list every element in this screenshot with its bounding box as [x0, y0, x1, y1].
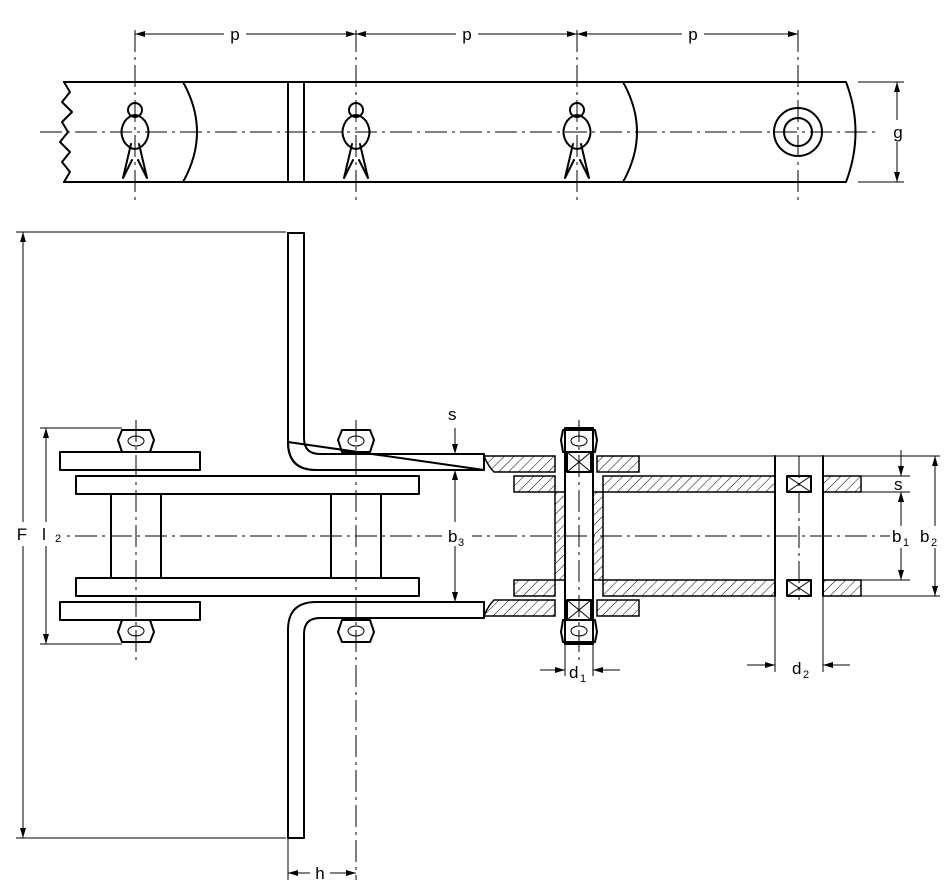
inner-plate-bottom: [75, 577, 420, 597]
d1-label: d: [569, 663, 578, 682]
d1-subscript: 1: [580, 673, 586, 685]
top-view: p p p g: [40, 22, 906, 200]
pitch-label: p: [462, 25, 471, 44]
b3-subscript: 3: [458, 537, 464, 549]
d2-subscript: 2: [803, 669, 809, 681]
inner-plate-top: [75, 475, 420, 495]
pitch-label: p: [688, 25, 697, 44]
bottom-view: F l 2 b 3 s s b 1 b 2: [14, 231, 948, 884]
flight-length-label: F: [17, 525, 27, 544]
plate-thickness-label: s: [448, 405, 457, 424]
h-label: h: [315, 864, 324, 883]
pitch-label: p: [230, 25, 239, 44]
b1-label: b: [892, 527, 901, 546]
l-label: l: [42, 525, 46, 544]
plate-thickness-label-right: s: [894, 475, 903, 494]
pin-head-group: [117, 429, 598, 643]
sectioned-plates: [482, 455, 862, 617]
d2-label: d: [792, 659, 801, 678]
l-subscript: 2: [55, 533, 61, 545]
b2-subscript: 2: [931, 537, 937, 549]
b2-label: b: [920, 527, 929, 546]
b3-label: b: [448, 527, 457, 546]
b1-subscript: 1: [903, 537, 909, 549]
plate-height-label: g: [893, 123, 902, 142]
